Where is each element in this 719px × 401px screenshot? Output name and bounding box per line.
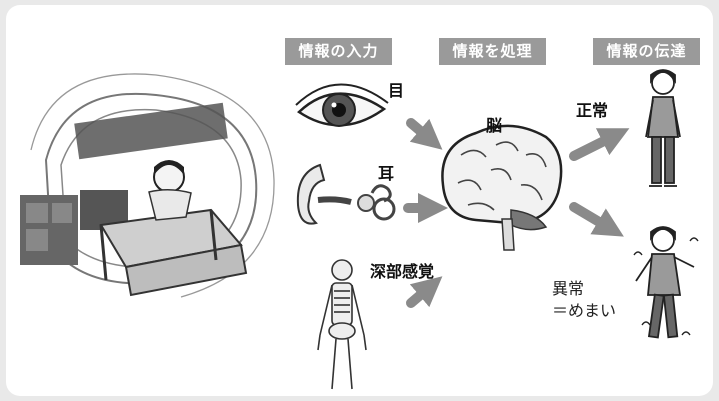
header-input: 情報の入力 bbox=[285, 38, 392, 65]
label-deep-sense: 深部感覚 bbox=[370, 262, 435, 281]
flow-arrows bbox=[403, 118, 630, 308]
ear-illustration bbox=[296, 163, 396, 225]
skeleton-illustration bbox=[317, 259, 367, 390]
arrow-brain-to-abnormal bbox=[569, 202, 624, 237]
label-eye: 目 bbox=[388, 81, 405, 100]
arrow-eye-to-brain bbox=[406, 118, 443, 150]
arrow-brain-to-normal bbox=[569, 128, 630, 161]
diagram-panel: 情報の入力 情報を処理 情報の伝達 目 耳 深部感覚 脳 正常 異常 ＝めまい bbox=[6, 5, 713, 396]
illustration-layer bbox=[20, 69, 699, 390]
label-brain: 脳 bbox=[486, 116, 503, 135]
dizzy-bed-illustration bbox=[20, 73, 275, 298]
brain-illustration bbox=[441, 124, 563, 251]
normal-person-illustration bbox=[645, 69, 681, 187]
arrow-deep-sense-to-brain bbox=[406, 276, 443, 308]
label-ear: 耳 bbox=[378, 164, 395, 183]
label-abnormal-line2: ＝めまい bbox=[552, 301, 617, 320]
header-transmit: 情報の伝達 bbox=[593, 38, 700, 65]
header-process: 情報を処理 bbox=[439, 38, 546, 65]
label-abnormal-line1: 異常 bbox=[552, 279, 585, 298]
dizzy-person-illustration bbox=[633, 226, 699, 339]
label-abnormal: 異常 ＝めまい bbox=[552, 278, 616, 322]
label-normal: 正常 bbox=[576, 101, 609, 120]
eye-illustration bbox=[295, 83, 389, 127]
